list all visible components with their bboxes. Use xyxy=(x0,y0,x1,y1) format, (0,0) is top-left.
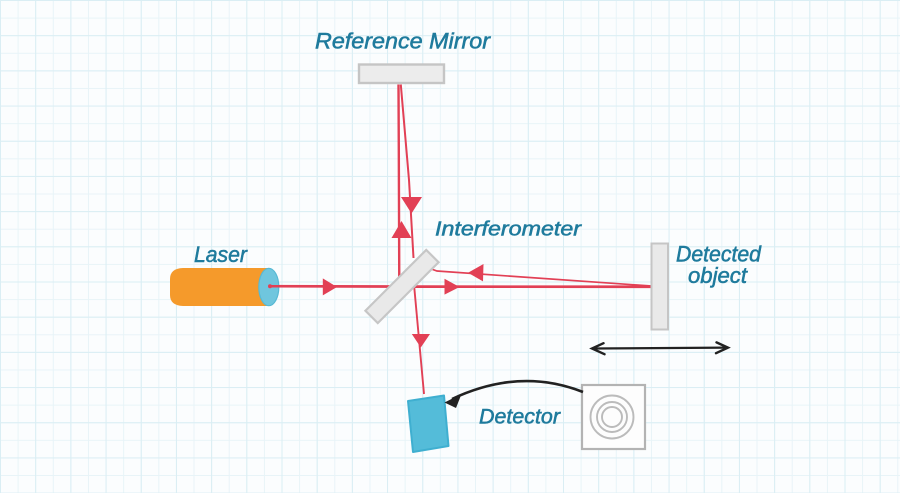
svg-text:object: object xyxy=(688,263,748,288)
svg-text:Reference Mirror: Reference Mirror xyxy=(315,29,492,54)
svg-text:Laser: Laser xyxy=(194,242,248,267)
svg-text:Detector: Detector xyxy=(479,406,561,429)
svg-text:Detected: Detected xyxy=(676,242,762,267)
svg-text:Interferometer: Interferometer xyxy=(435,219,583,241)
